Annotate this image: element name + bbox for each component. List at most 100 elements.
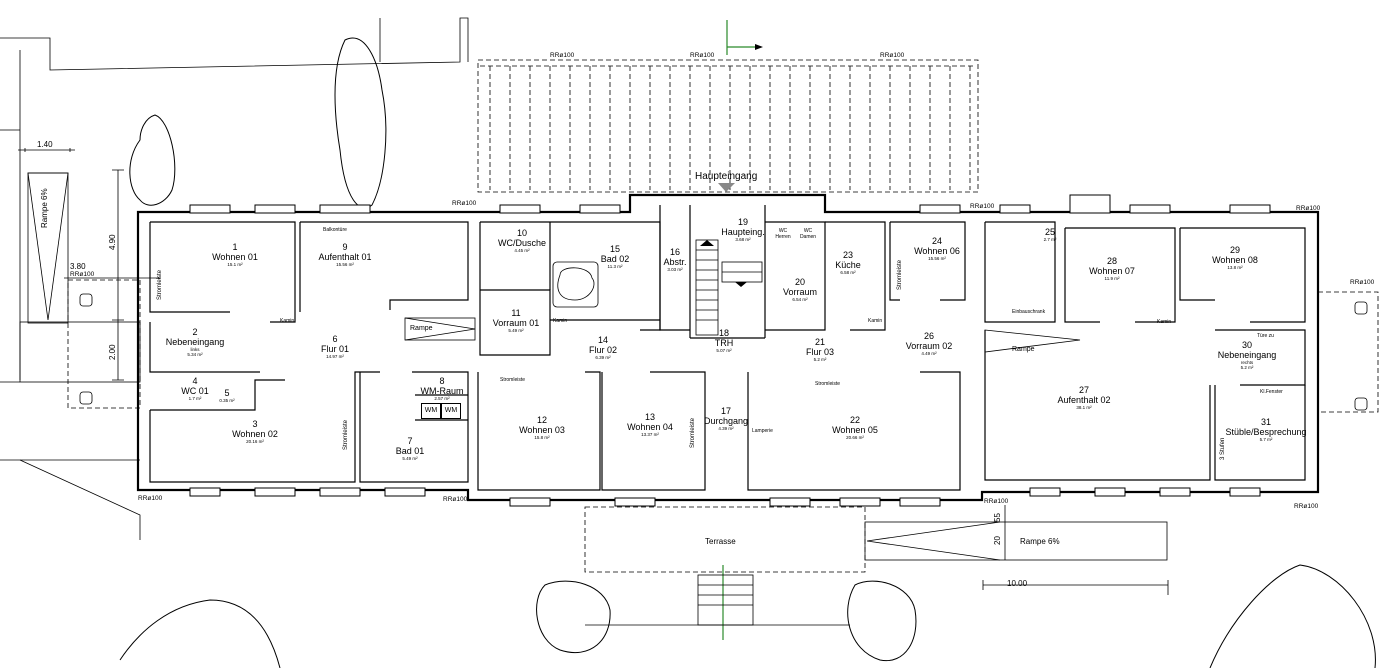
room-21: 21 Flur 03 5.2 m² [806, 337, 834, 363]
room-area: 6.58 m² [840, 269, 856, 275]
room-17: 17 Durchgang 4.39 m² [703, 406, 749, 432]
room-area: 15.56 m² [928, 255, 946, 261]
room-area: 2.7 m² [1043, 236, 1057, 242]
room-area: 11.3 m² [607, 263, 623, 269]
room-name: Wohnen 06 [914, 245, 960, 256]
stromleiste-label-2: Stromleiste [815, 381, 841, 387]
room-area: 14.97 m² [326, 353, 344, 359]
room-number: 31 [1260, 417, 1271, 427]
room-area: 11.9 m² [1104, 275, 1120, 281]
dimension-2-00: 2.00 [108, 344, 117, 360]
room-31: 31 Stüble/Besprechung 5.7 m² [1225, 417, 1307, 443]
rr-label-9: RRø100 [138, 495, 163, 502]
wc-herren-label: WC Herren [775, 228, 791, 240]
room-number: 26 [923, 331, 934, 341]
room-26: 26 Vorraum 02 4.49 m² [906, 331, 953, 357]
lamperie-label: Lamperie [752, 428, 773, 434]
room-number: 27 [1078, 385, 1090, 395]
room-area: 6.39 m² [595, 354, 611, 360]
room-area: 15.8 m² [534, 434, 550, 440]
room-8: 8 WM-Raum 2.57 m² [420, 376, 464, 402]
room-13: 13 Wohnen 04 13.37 m² [627, 412, 673, 438]
room-name: Haupteing. [721, 226, 765, 237]
room-area: 1.7 m² [188, 395, 202, 401]
stromleiste-vertical-1: Stromleiste [157, 269, 163, 300]
dimension-20: 20 [993, 536, 1002, 545]
rr-label-4: RRø100 [452, 200, 477, 207]
tuere-zu-label: Türe zu [1257, 333, 1274, 339]
room-area: 5.2 m² [813, 356, 827, 362]
room-name: Wohnen 04 [627, 421, 673, 432]
room-number: 15 [609, 244, 620, 254]
stromleiste-vertical-3: Stromleiste [690, 417, 696, 448]
einbauschrank-label: Einbauschrank [1012, 309, 1046, 315]
room-area: 13.37 m² [641, 431, 659, 437]
room-name: WM-Raum [420, 385, 464, 396]
room-number: 16 [669, 247, 681, 257]
stromleiste-label-1: Stromleiste [500, 377, 526, 383]
room-name: Flur 01 [320, 343, 350, 354]
room-2: 2 Nebeneingang links 5.34 m² [166, 327, 225, 358]
room-number: 1 [232, 242, 238, 252]
rr-label-1: RRø100 [550, 52, 575, 59]
room-4: 4 WC 01 1.7 m² [181, 376, 209, 402]
room-name: Durchgang [703, 415, 749, 426]
room-area: 6.54 m² [792, 296, 808, 302]
room-10: 10 WC/Dusche 4.45 m² [497, 228, 547, 254]
room-number: 7 [407, 436, 413, 446]
rr-label-5: RRø100 [970, 203, 995, 210]
room-18: 18 TRH 5.07 m² [715, 328, 734, 354]
room-area: 5.2 m² [1240, 364, 1254, 370]
stromleiste-vertical-2: Stromleiste [343, 419, 349, 450]
room-number: 3 [252, 419, 258, 429]
wc-damen-label: WC Damen [799, 228, 817, 240]
room-15: 15 Bad 02 11.3 m² [600, 244, 630, 270]
dimension-1-40: 1.40 [37, 140, 53, 149]
room-sub: links [190, 346, 200, 352]
room-area: 5.07 m² [716, 347, 732, 353]
stromleiste-vertical-4: Stromleiste [897, 259, 903, 290]
kamin-label-3: Kamin [868, 318, 883, 324]
room-number: 30 [1241, 340, 1252, 350]
room-area: 5.34 m² [187, 351, 203, 357]
rampe-inner-label-2: Rampe [1012, 346, 1035, 353]
room-name: Stüble/Besprechung [1225, 426, 1307, 437]
room-16: 16 Abstr. 3.03 m² [663, 247, 686, 273]
room-name: Küche [835, 259, 861, 270]
room-area: 20.66 m² [846, 434, 864, 440]
room-number: 25 [1044, 227, 1056, 237]
room-number: 19 [737, 217, 749, 227]
room-28: 28 Wohnen 07 11.9 m² [1089, 256, 1135, 282]
room-name: Bad 01 [395, 445, 425, 456]
room-name: Flur 02 [588, 344, 618, 355]
room-area: 2.57 m² [434, 395, 450, 401]
room-name: Wohnen 02 [232, 428, 278, 439]
stufen-vertical: 3 Stufen [1220, 437, 1226, 460]
room-number: 10 [516, 228, 528, 238]
terrasse-label: Terrasse [705, 537, 736, 546]
room-name: Wohnen 01 [212, 251, 258, 262]
room-area: 4.45 m² [514, 247, 530, 253]
room-area: 15.1 m² [227, 261, 243, 267]
room-name: Wohnen 08 [1212, 254, 1258, 265]
rr-label-2: RRø100 [690, 52, 715, 59]
room-name: Wohnen 05 [832, 424, 878, 435]
dimension-3-80: 3.80 [70, 262, 86, 271]
room-number: 9 [342, 242, 348, 252]
room-name: Bad 02 [600, 253, 630, 264]
dimension-4-90: 4.90 [108, 234, 117, 250]
room-name: Vorraum [782, 286, 818, 297]
rr-label-10: RRø100 [443, 496, 468, 503]
room-27: 27 Aufenthalt 02 38.1 m² [1057, 385, 1110, 411]
room-area: 15.56 m² [336, 261, 354, 267]
room-number: 24 [931, 236, 942, 246]
room-name: WC 01 [181, 385, 209, 396]
room-name: WC/Dusche [497, 237, 547, 248]
room-area: 3.68 m² [735, 236, 751, 242]
room-23: 23 Küche 6.58 m² [835, 250, 861, 276]
washing-machine-2: WM [441, 403, 461, 419]
room-number: 6 [332, 334, 338, 344]
room-30: 30 Nebeneingang rechts 5.2 m² [1218, 340, 1277, 371]
room-9: 9 Aufenthalt 01 15.56 m² [318, 242, 371, 268]
